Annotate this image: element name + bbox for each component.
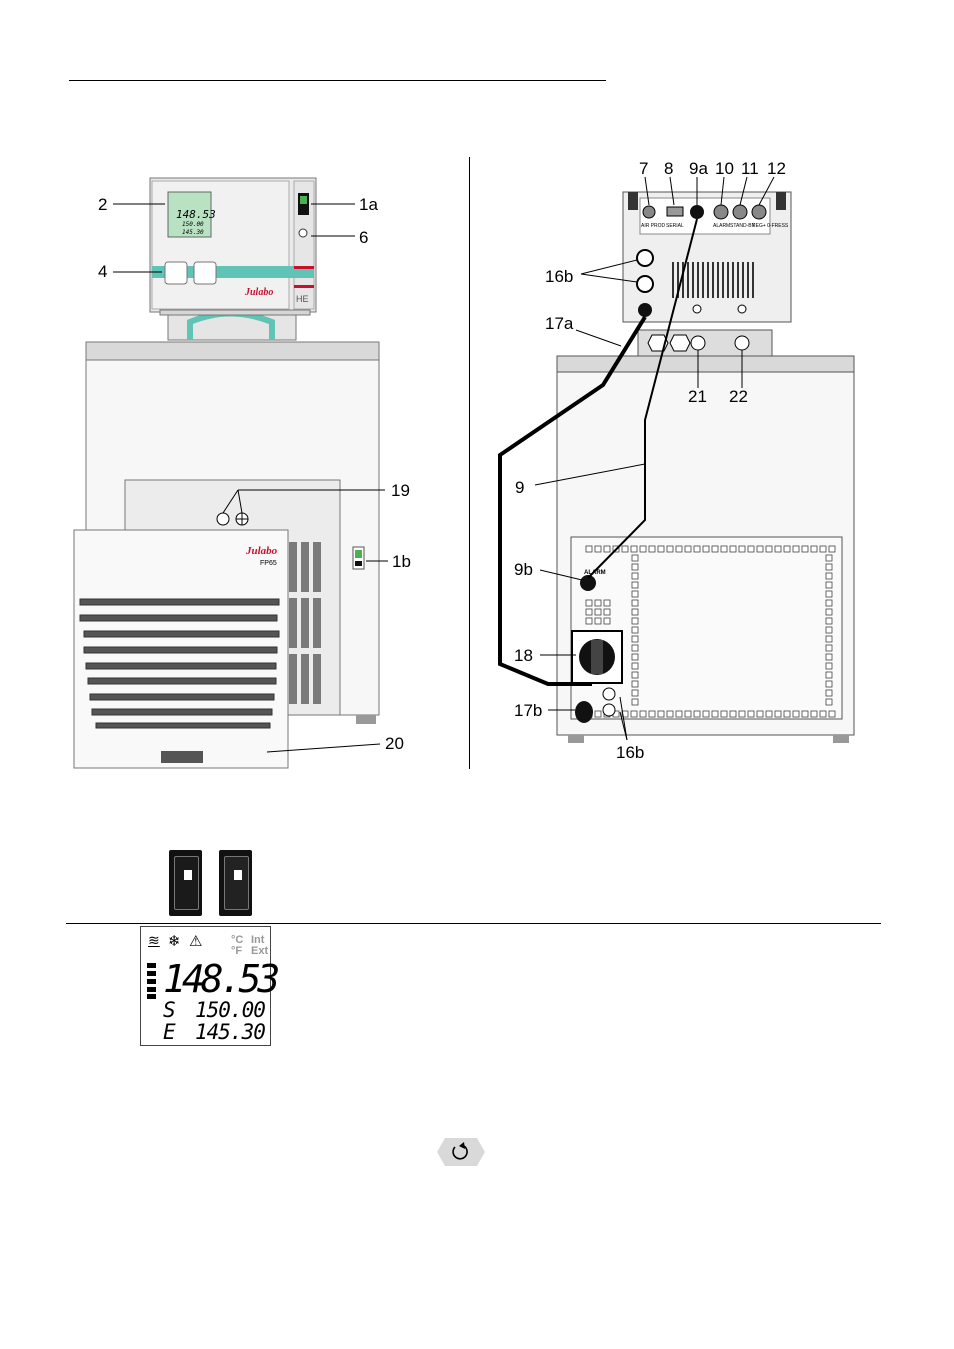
- callout-10: 10: [715, 159, 734, 178]
- port-label-reg: REG+ 0-FRESS: [752, 223, 789, 229]
- callout-11: 11: [741, 159, 759, 178]
- lcd-display: ≋ ❄ ⚠ °C °F Int Ext 148.53 S 150.00 E 14…: [140, 926, 280, 1046]
- setpoint-prefix: S: [163, 998, 176, 1022]
- unit-celsius: °C: [231, 934, 244, 946]
- callout-17a: 17a: [545, 314, 574, 333]
- setpoint-value: 150.00: [195, 998, 266, 1022]
- callout-22: 22: [729, 387, 748, 406]
- port-label-serial: SERIAL: [666, 223, 684, 229]
- section-rule: [66, 923, 881, 924]
- front-view-illustration: [73, 177, 388, 769]
- power-bargraph: [147, 963, 156, 999]
- mini-display-external: 145.30: [182, 229, 204, 236]
- figure-divider: [469, 157, 470, 769]
- alarm-socket-label: ALARM: [584, 570, 606, 576]
- callout-16b-top: 16b: [545, 267, 574, 286]
- callout-9a: 9a: [689, 159, 708, 178]
- header-rule: [69, 80, 606, 81]
- mini-display-setpoint: 150.00: [182, 221, 204, 228]
- mains-switch-on: [219, 850, 252, 916]
- callout-9b: 9b: [514, 560, 533, 579]
- callout-17b: 17b: [514, 701, 543, 720]
- callout-2: 2: [98, 195, 108, 214]
- port-label-alarm: ALARM: [713, 223, 731, 229]
- mini-display-value: 148.53: [176, 208, 216, 221]
- callout-8: 8: [664, 159, 674, 178]
- cooler-brand: Julabo: [246, 545, 278, 557]
- callout-9: 9: [515, 478, 525, 497]
- callout-16b-bottom: 16b: [616, 743, 645, 762]
- callout-21: 21: [688, 387, 707, 406]
- callout-4: 4: [98, 262, 108, 281]
- callout-6: 6: [359, 228, 369, 247]
- heat-symbol-icon: ≋: [148, 933, 160, 949]
- rear-view-illustration: [498, 176, 855, 743]
- external-value: 145.30: [195, 1020, 266, 1044]
- port-label-standby: STAND-BY: [730, 223, 755, 229]
- callout-1a: 1a: [359, 195, 378, 214]
- return-key-icon[interactable]: [437, 1138, 485, 1166]
- callout-19: 19: [391, 481, 410, 500]
- port-label-air-prod: AIR PROD: [641, 223, 666, 229]
- callout-1b: 1b: [392, 552, 411, 571]
- cooler-model: FP65: [260, 560, 277, 567]
- callout-7: 7: [639, 159, 649, 178]
- callout-18: 18: [514, 646, 533, 665]
- controller-brand: Julabo: [245, 287, 274, 298]
- mode-ext: Ext: [251, 945, 269, 957]
- unit-fahrenheit: °F: [231, 945, 243, 957]
- mode-int: Int: [251, 934, 265, 946]
- model-badge: HE: [296, 294, 309, 304]
- warning-icon: ⚠: [189, 932, 203, 950]
- external-prefix: E: [163, 1020, 176, 1044]
- main-temperature-value: 148.53: [163, 957, 280, 1001]
- mains-switch-off: [169, 850, 202, 916]
- callout-20: 20: [385, 734, 404, 753]
- cooling-symbol-icon: ❄: [168, 932, 181, 950]
- callout-12: 12: [767, 159, 786, 178]
